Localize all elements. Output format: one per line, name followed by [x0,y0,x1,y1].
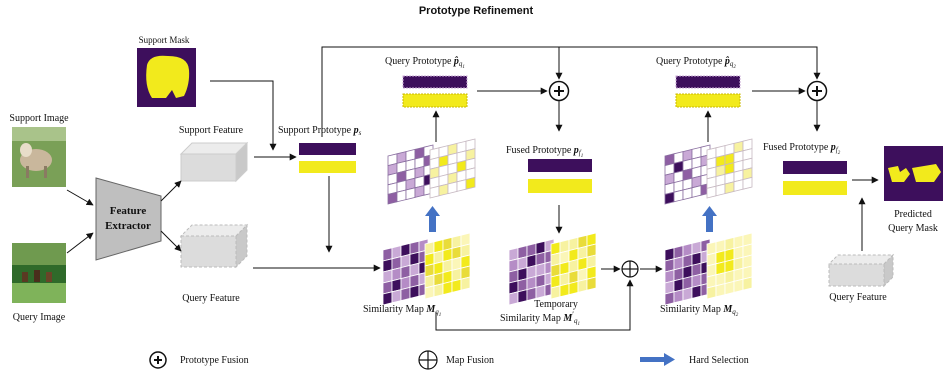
grid-cell [391,289,402,304]
feature-extractor [95,177,162,261]
grid-cell [691,284,702,299]
hard-selection-arrow-1 [425,206,440,232]
grid-cell [517,289,528,304]
similarity-map-2-purple [664,238,711,306]
grid-cell [405,187,416,201]
grid-cell [451,278,462,293]
grid-cell [559,283,570,298]
grid-cell [433,283,444,298]
legend-prototype-fusion-icon [149,351,167,369]
predicted-mask-label-line1: Predicted [894,209,932,220]
fused-prototype-1-label: Fused Prototype pf1 [506,145,583,159]
grid-cell [409,284,420,299]
grid-cell [438,183,449,197]
query-image [12,243,66,303]
similarity-map-1-label: Similarity Map Mq1 [363,304,441,318]
legend-hard-selection-arrow-icon [640,353,675,366]
legend-hard-selection: Hard Selection [689,355,749,366]
query-feature-cube [179,223,249,269]
query-image-label: Query Image [13,312,66,323]
query-feature-label: Query Feature [182,293,240,304]
similarity-map-1-purple [382,238,429,306]
temporary-map-yellow [550,232,597,300]
grid-cell [508,291,519,306]
support-mask-image [137,48,196,107]
grid-cell [568,280,579,296]
grid-cell [706,185,717,199]
temporary-map-label-line1: Temporary [534,299,578,310]
grid-cell [396,189,407,203]
legend-map-fusion-icon [418,350,438,370]
grid-cell [742,276,753,291]
query-prototype-1-label: Query Prototype p̂q1 [385,56,465,70]
grid-cell [673,189,684,203]
map-fusion-node [621,260,639,278]
support-prototype-bars [299,143,356,173]
grid-cell [724,280,735,296]
grid-cell [706,285,717,300]
hard-selection-map-1-yellow [429,138,476,199]
support-mask-label: Support Mask [139,35,190,45]
feature-extractor-label-line1: Feature [110,205,147,217]
fused-prototype-2-label: Fused Prototype pf2 [763,142,841,156]
temporary-map-label-line2: Similarity Map M′q1 [500,310,580,327]
grid-cell [724,181,735,195]
query-feature-right-label: Query Feature [829,292,887,303]
diagram-title: Prototype Refinement [419,5,534,17]
grid-cell [577,278,588,293]
hard-selection-map-2-yellow [706,138,753,199]
prototype-fusion-node-2 [806,80,828,102]
support-image-label: Support Image [9,113,69,124]
legend-map-fusion: Map Fusion [446,355,494,366]
query-prototype-2-bars [675,75,741,108]
grid-cell [414,185,425,198]
similarity-map-2-label: Similarity Map Mq2 [660,304,739,318]
query-feature-cube-right [827,253,895,288]
support-feature-cube [179,141,249,183]
grid-cell [733,278,744,293]
fused-prototype-2-bars [783,161,847,195]
grid-cell [586,276,597,291]
grid-cell [682,187,693,201]
grid-cell [442,280,453,296]
grid-cell [550,285,561,300]
predicted-query-mask [884,146,943,201]
grid-cell [715,183,726,197]
support-image [12,127,66,187]
grid-cell [387,191,398,205]
grid-cell [742,176,753,190]
grid-cell [535,284,546,299]
similarity-map-2-yellow [706,232,753,300]
grid-cell [400,286,411,302]
support-prototype-label: Support Prototype ps [278,125,362,137]
grid-cell [691,185,702,198]
query-prototype-2-label: Query Prototype p̂q2 [656,56,736,70]
prototype-fusion-node-1 [548,80,570,102]
grid-cell [429,185,440,199]
predicted-mask-label-line2: Query Mask [888,223,938,234]
similarity-map-1-yellow [424,232,471,300]
support-feature-label: Support Feature [179,125,244,136]
grid-cell [456,179,467,192]
connections [66,46,879,331]
grid-cell [715,283,726,298]
grid-cell [424,285,435,300]
feature-extractor-label-line2: Extractor [105,220,151,232]
hard-selection-arrow-2 [702,206,717,232]
grid-cell [465,176,476,190]
grid-cell [733,179,744,192]
hard-selection-map-2-purple [664,144,711,205]
query-prototype-1-bars [402,75,468,108]
fused-prototype-1-bars [528,159,592,193]
grid-cell [664,191,675,205]
grid-cell [460,276,471,291]
legend-prototype-fusion: Prototype Fusion [180,355,249,366]
hard-selection-map-1-purple [387,144,434,205]
temporary-map-purple [508,238,555,306]
grid-cell [673,289,684,304]
grid-cell [447,181,458,195]
grid-cell [682,286,693,302]
